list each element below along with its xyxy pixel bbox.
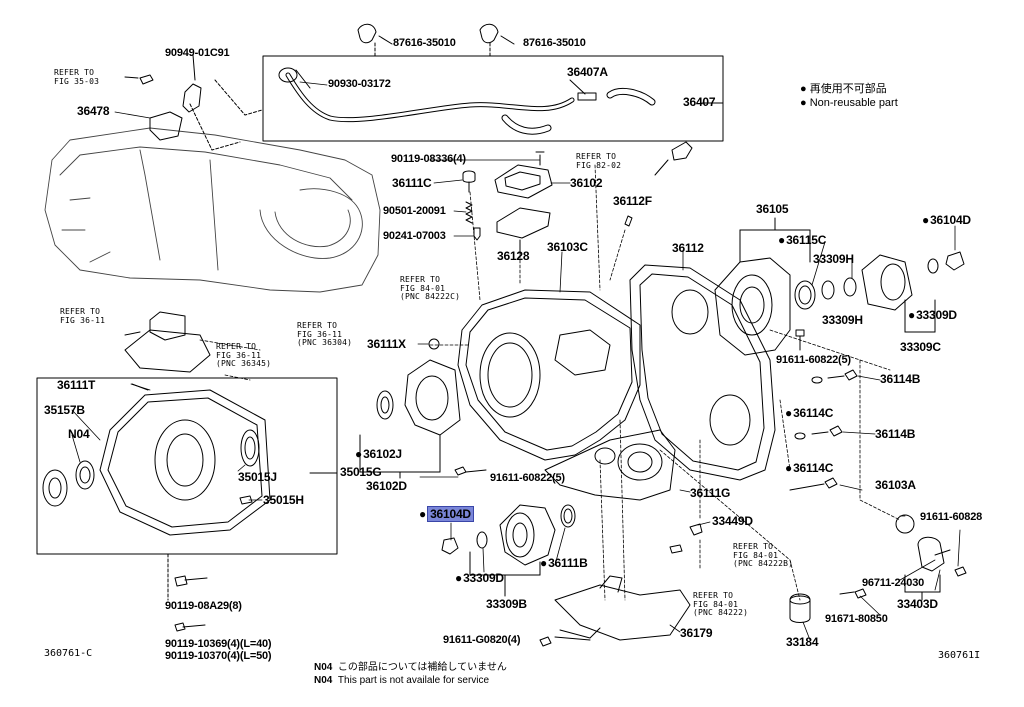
refer-fig-36-11-36345[interactable]: REFER TO FIG 36-11 (PNC 36345) xyxy=(216,342,272,368)
refer-fig-84-01-84222B[interactable]: REFER TO FIG 84-01 (PNC 84222B) xyxy=(733,542,794,568)
hose-clip-icons xyxy=(357,23,515,45)
legend-bullet-jp: ● xyxy=(800,83,807,95)
front-cover-36102 xyxy=(359,338,461,479)
callout-33309D-right[interactable]: 33309D xyxy=(908,309,957,321)
transmission-outline xyxy=(44,127,381,293)
callout-35015H[interactable]: 35015H xyxy=(263,493,304,507)
callout-36103A[interactable]: 36103A xyxy=(875,478,916,492)
callout-36114C-a[interactable]: 36114C xyxy=(785,407,833,419)
legend-en-text: Non-reusable part xyxy=(809,97,898,109)
callout-36104D-selected[interactable]: 36104D xyxy=(419,506,474,522)
callout-36112[interactable]: 36112 xyxy=(672,241,704,255)
footnote-jp-text: この部品については補給していません xyxy=(337,662,507,673)
callout-36102D[interactable]: 36102D xyxy=(366,479,407,493)
callout-33309C[interactable]: 33309C xyxy=(900,340,941,354)
refer-fig-36-11[interactable]: REFER TO FIG 36-11 xyxy=(60,307,106,325)
callout-90501[interactable]: 90501-20091 xyxy=(383,205,446,217)
callout-33184[interactable]: 33184 xyxy=(786,635,819,649)
adapter-top-plate xyxy=(124,311,211,373)
callout-36407[interactable]: 36407 xyxy=(683,95,716,109)
refer-fig-82-02[interactable]: REFER TO FIG 82-02 xyxy=(576,152,622,170)
refer-fig-84-01-84222[interactable]: REFER TO FIG 84-01 (PNC 84222) xyxy=(693,591,749,617)
selected-part-highlight[interactable]: 36104D xyxy=(427,506,474,522)
legend-jp: ● 再使用不可部品 xyxy=(800,82,887,96)
refer-fig-84-01-84222C[interactable]: REFER TO FIG 84-01 (PNC 84222C) xyxy=(400,275,461,301)
adapter-group-box xyxy=(36,377,338,555)
callout-36111B[interactable]: 36111B xyxy=(540,557,588,569)
callout-90949[interactable]: 90949-01C91 xyxy=(165,47,230,59)
footnote-code-jp: N04 xyxy=(314,662,333,673)
bottom-right-parts xyxy=(539,514,967,647)
top-cover-group xyxy=(462,141,693,255)
callout-35015G[interactable]: 35015G xyxy=(340,465,382,479)
callout-90930[interactable]: 90930-03172 xyxy=(328,78,391,90)
transfer-case-housing xyxy=(457,289,676,501)
dashed-leaders xyxy=(199,164,901,601)
callout-36128[interactable]: 36128 xyxy=(497,249,530,263)
callout-91671[interactable]: 91671-80850 xyxy=(825,613,888,625)
callout-36478[interactable]: 36478 xyxy=(77,104,110,118)
callout-91611-G0820[interactable]: 91611-G0820(4) xyxy=(443,634,521,646)
callout-35015J[interactable]: 35015J xyxy=(238,470,277,484)
callout-96711[interactable]: 96711-24030 xyxy=(862,577,925,589)
callout-91611-right[interactable]: 91611-60822(5) xyxy=(776,354,851,366)
callout-36111C[interactable]: 36111C xyxy=(392,176,432,190)
breather-hose-box xyxy=(262,42,724,142)
callout-90119-08336[interactable]: 90119-08336(4) xyxy=(391,153,466,165)
callout-87616-a[interactable]: 87616-35010 xyxy=(393,37,456,49)
callout-87616-b[interactable]: 87616-35010 xyxy=(523,37,586,49)
callout-36114B-a[interactable]: 36114B xyxy=(880,372,921,386)
callout-90119-10370[interactable]: 90119-10370(4)(L=50) xyxy=(165,650,272,662)
callout-36407A[interactable]: 36407A xyxy=(567,65,608,79)
legend-jp-text: 再使用不可部品 xyxy=(809,83,887,95)
callout-35157B[interactable]: 35157B xyxy=(44,403,85,417)
bolt-icons-bottom-left xyxy=(167,553,208,632)
figure-code-left: 360761-C xyxy=(44,648,93,659)
rear-case-36112 xyxy=(629,264,776,481)
bracket-36179 xyxy=(554,575,691,641)
footnote-jp: N04 この部品については補給していません xyxy=(314,662,507,674)
callout-90119-08A29[interactable]: 90119-08A29(8) xyxy=(165,600,242,612)
callout-36104D-top[interactable]: 36104D xyxy=(922,214,971,226)
callout-36102[interactable]: 36102 xyxy=(570,176,603,190)
callout-36114B-b[interactable]: 36114B xyxy=(875,427,916,441)
footnote-en-text: This part is not availale for service xyxy=(337,675,490,686)
legend-bullet-en: ● xyxy=(800,97,807,109)
callout-33449D[interactable]: 33449D xyxy=(712,514,753,528)
callout-N04-badge[interactable]: N04 xyxy=(68,427,90,441)
bolt-icons-right xyxy=(454,329,858,491)
legend-en: ● Non-reusable part xyxy=(800,96,898,110)
callout-33309H-b[interactable]: 33309H xyxy=(822,313,863,327)
callout-36111X[interactable]: 36111X xyxy=(367,337,406,351)
bracket-36478 xyxy=(124,54,263,151)
callout-36179[interactable]: 36179 xyxy=(680,626,713,640)
footnote-en: N04 This part is not availale for servic… xyxy=(314,675,489,687)
callout-33403D[interactable]: 33403D xyxy=(897,597,938,611)
callout-36111G[interactable]: 36111G xyxy=(690,486,731,500)
callout-91611-center[interactable]: 91611-60822(5) xyxy=(490,472,565,484)
callout-90241[interactable]: 90241-07003 xyxy=(383,230,446,242)
callout-91611-60828[interactable]: 91611-60828 xyxy=(920,511,983,523)
refer-fig-36-11-36304[interactable]: REFER TO FIG 36-11 (PNC 36304) xyxy=(297,321,353,347)
callout-33309B[interactable]: 33309B xyxy=(486,597,527,611)
callout-33309D-center[interactable]: 33309D xyxy=(455,572,504,584)
refer-fig-35-03[interactable]: REFER TO FIG 35-03 xyxy=(54,68,100,86)
footnote-code-en: N04 xyxy=(314,675,333,686)
callout-36112F[interactable]: 36112F xyxy=(613,194,652,208)
callout-33309H-a[interactable]: 33309H xyxy=(813,252,854,266)
callout-90119-10369[interactable]: 90119-10369(4)(L=40) xyxy=(165,638,272,650)
callout-36115C[interactable]: 36115C xyxy=(778,234,826,246)
callout-36103C[interactable]: 36103C xyxy=(547,240,588,254)
figure-code-right: 360761I xyxy=(938,650,981,661)
callout-36105[interactable]: 36105 xyxy=(756,202,789,216)
callout-36114C-b[interactable]: 36114C xyxy=(785,462,833,474)
callout-36111T[interactable]: 36111T xyxy=(57,378,96,392)
callout-36102J[interactable]: 36102J xyxy=(355,448,402,460)
extension-housing-36105 xyxy=(714,217,965,356)
leader-lines xyxy=(71,81,961,641)
